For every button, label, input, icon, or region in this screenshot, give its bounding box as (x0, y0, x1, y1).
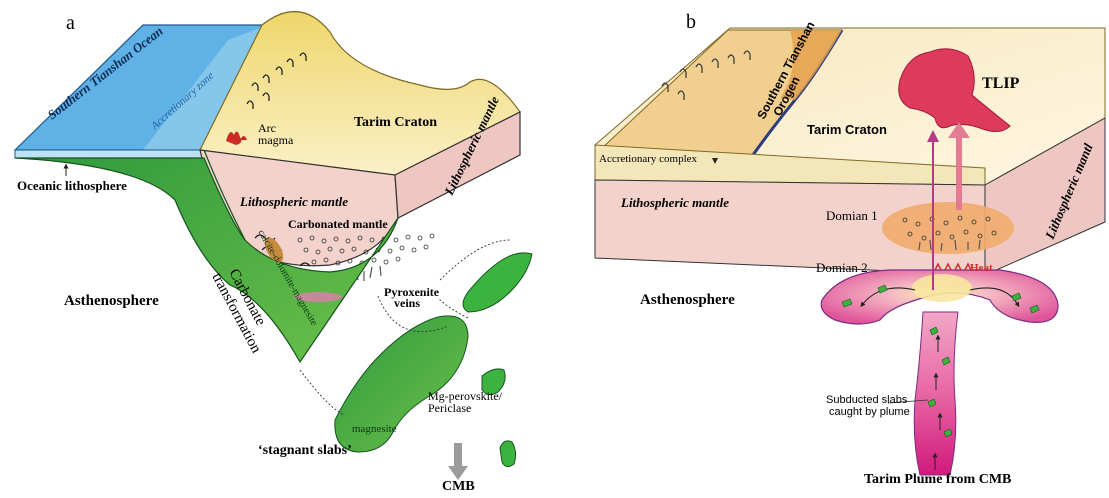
lithospheric-mantle-b-label: Lithospheric mantle (620, 195, 729, 210)
domain-2-core (912, 274, 972, 302)
panel-a: a Southern Tianshan Ocean Accretionary z… (15, 12, 532, 493)
arc-magma-label-2: magma (258, 133, 294, 147)
cmb-arrow (448, 443, 468, 480)
plume-label: Tarim Plume from CMB (864, 472, 1011, 487)
pyroxenite-veins-label-2: veins (394, 296, 420, 310)
tarim-craton-b-label: Tarim Craton (807, 122, 887, 137)
ocean-front-face (15, 150, 204, 158)
panel-a-letter: a (66, 12, 75, 34)
slab-fragment-1 (463, 253, 532, 312)
subducted-slabs-label-1: Subducted slabs (826, 394, 908, 406)
panel-b-letter: b (686, 11, 696, 33)
carbonated-mantle-label: Carbonated mantle (288, 217, 388, 231)
panel-b: b Southern Tianshan Orogen Tarim Craton … (595, 11, 1105, 487)
heat-label: Heat (970, 262, 993, 274)
asthenosphere-a-label: Asthenosphere (64, 293, 159, 309)
domain-2-label: Domian 2 (816, 260, 868, 275)
cmb-label: CMB (442, 479, 475, 493)
magnesite-label: magnesite (352, 423, 397, 435)
mg-perovskite-label-2: Periclase (428, 401, 471, 415)
subducted-slabs-label-2: caught by plume (829, 406, 910, 418)
accretionary-complex-label: Accretionary complex (599, 153, 698, 165)
tlip-label: TLIP (982, 75, 1020, 92)
slab-fragment-4 (500, 441, 516, 467)
stagnant-slabs-label: ‘stagnant slabs’ (258, 443, 352, 458)
plume-conduit (914, 312, 958, 475)
oceanic-lithosphere-label: Oceanic lithosphere (17, 178, 127, 193)
lithospheric-mantle-top-label: Lithospheric mantle (239, 194, 348, 209)
domain-1-label: Domian 1 (826, 208, 878, 223)
asthenosphere-b-label: Asthenosphere (640, 292, 735, 308)
domain-1-zone (882, 202, 1014, 254)
tarim-craton-label: Tarim Craton (354, 115, 437, 130)
